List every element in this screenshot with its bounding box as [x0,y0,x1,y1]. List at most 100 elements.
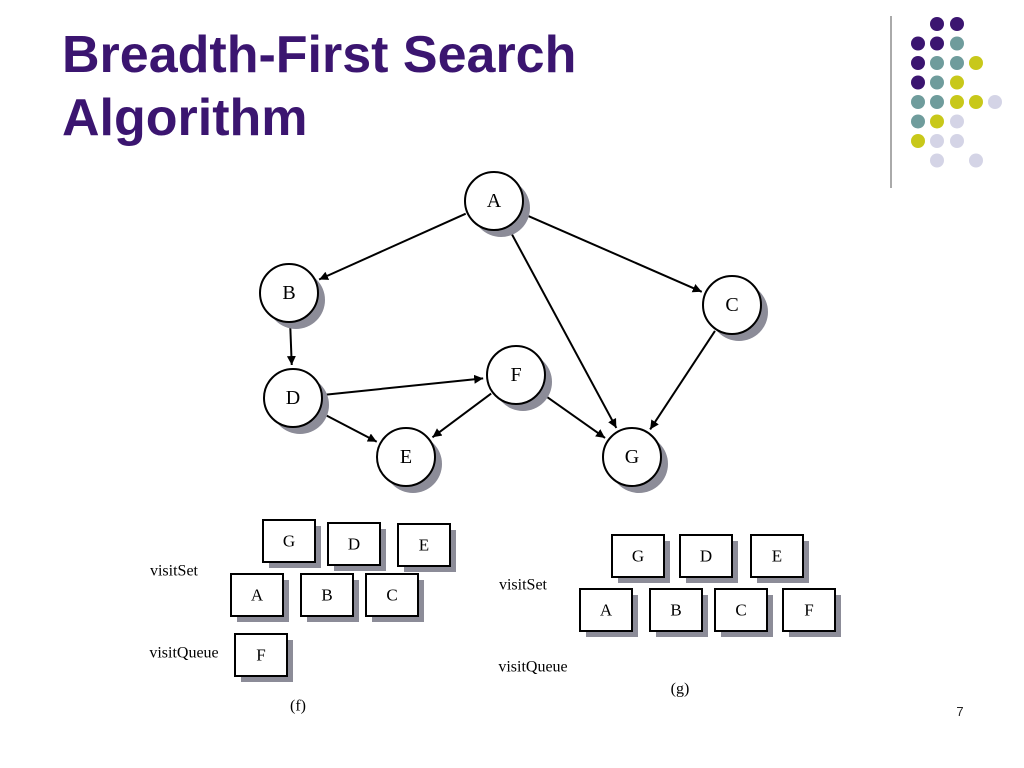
deco-dot [911,95,925,109]
box-label: E [772,547,782,566]
slide-title: Breadth-First Search Algorithm [62,24,842,150]
node-label: A [487,190,502,212]
box-frame [397,523,451,567]
visit-queue-label: visitQueue [149,645,218,662]
deco-dot [930,95,944,109]
box-frame [234,633,288,677]
deco-dot [969,56,983,70]
node-label: D [286,387,300,409]
graph-node-f: F [486,345,552,411]
box-label: B [670,601,681,620]
decorative-dot-grid [890,16,1002,188]
deco-dot [950,114,964,129]
visit-set-label: visitSet [150,563,199,580]
box-label: F [256,646,265,665]
box-label: C [386,586,397,605]
box-label: A [600,601,613,620]
edge-b-to-d [286,323,296,366]
deco-dot [911,36,925,51]
deco-dot [969,153,983,168]
node-circle [263,368,323,428]
edge-f-to-e [431,392,492,439]
slide-title-line-2: Algorithm [62,89,308,147]
node-label: E [400,446,412,468]
box-frame [230,573,284,617]
graph-node-d: D [263,368,329,434]
deco-dot [911,134,925,148]
visit-set-item-d: D [679,534,738,583]
visit-set-item-e: E [750,534,809,583]
graph-node-e: E [376,427,442,493]
box-frame [262,519,316,563]
deco-dot [930,75,944,90]
box-frame [579,588,633,632]
box-label: D [700,547,712,566]
deco-dot [950,75,964,90]
node-label: G [625,446,639,468]
visit-queue-label: visitQueue [498,659,567,676]
box-label: E [419,536,429,555]
deco-dot [911,56,925,70]
graph-nodes: A B C D E F G [259,171,768,493]
visit-set-item-e: E [397,523,456,572]
box-frame [750,534,804,578]
visit-set-item-d: D [327,522,386,571]
box-frame [679,534,733,578]
deco-dot [911,114,925,129]
box-label: D [348,535,360,554]
panel-caption: (g) [671,681,690,698]
visit-set-item-f: F [782,588,841,637]
box-label: G [632,547,644,566]
visit-set-item-c: C [714,588,773,637]
visit-set-item-g: G [611,534,670,583]
node-circle [376,427,436,487]
visit-set-item-c: C [365,573,424,622]
box-frame [714,588,768,632]
edge-f-to-g [540,392,606,439]
edge-d-to-f [323,374,484,396]
visit-set-item-g: G [262,519,321,568]
box-frame [782,588,836,632]
deco-dot [950,95,964,109]
deco-dot [930,17,944,31]
deco-dot [930,114,944,129]
graph-node-a: A [464,171,530,237]
edge-a-to-c [522,212,703,293]
deco-dot [969,95,983,109]
deco-dot [930,134,944,148]
box-label: F [804,601,813,620]
node-circle [259,263,319,323]
graph-node-c: C [702,275,768,341]
visit-set-item-a: A [230,573,289,622]
box-frame [649,588,703,632]
graph-edges [286,212,716,443]
box-frame [300,573,354,617]
box-label: G [283,532,295,551]
deco-dot [950,17,964,31]
node-label: C [725,294,738,316]
visit-set-label: visitSet [499,577,548,594]
edge-c-to-g [649,330,716,430]
panel-caption: (f) [290,698,306,715]
node-label: B [282,282,295,304]
deco-dot [950,134,964,148]
visit-set-item-b: B [649,588,708,637]
node-circle [486,345,546,405]
visit-set-item-a: A [579,588,638,637]
deco-dot [930,56,944,70]
edge-d-to-e [320,411,378,443]
visit-set-item-b: B [300,573,359,622]
deco-dot [950,56,964,70]
deco-dot [911,75,925,90]
visit-queue-item-f: F [234,633,293,682]
deco-dot [988,95,1002,109]
node-label: F [510,364,521,386]
deco-dot [950,36,964,51]
node-circle [702,275,762,335]
slide-number: 7 [956,704,964,719]
graph-node-b: B [259,263,325,329]
slide-title-line-1: Breadth-First Search [62,26,577,84]
